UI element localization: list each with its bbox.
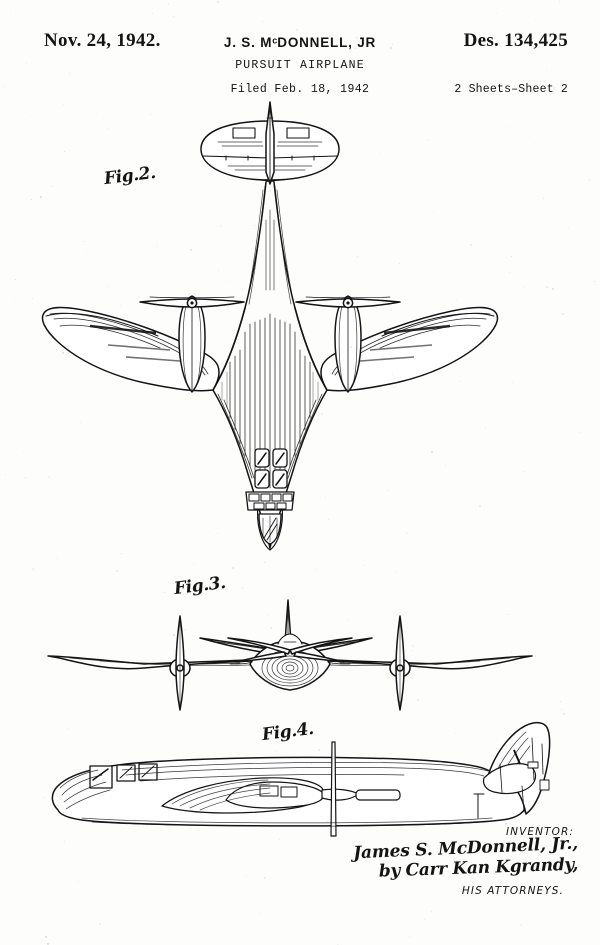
figure-4-drawing-side-view bbox=[51, 721, 551, 837]
patent-date: Nov. 24, 1942. bbox=[44, 30, 161, 51]
filing-date: Filed Feb. 18, 1942 bbox=[230, 83, 370, 96]
figure-3-label: Fig.3. bbox=[172, 572, 227, 600]
figure-3-drawing-front-view bbox=[47, 599, 533, 711]
inventor-heading: J. S. McDONNELL, JR bbox=[0, 35, 600, 50]
inventor-heading-rest: DONNELL, JR bbox=[277, 35, 377, 50]
figure-2-drawing-top-plan-view bbox=[41, 101, 499, 551]
sheet-count: 2 Sheets–Sheet 2 bbox=[454, 83, 568, 96]
attorneys-label: HIS ATTORNEYS. bbox=[461, 885, 564, 897]
inventor-label: INVENTOR: bbox=[505, 826, 574, 838]
patent-number: Des. 134,425 bbox=[463, 30, 568, 51]
inventor-heading-superscript: c bbox=[272, 35, 278, 46]
signature-block: INVENTOR: James S. McDonnell, Jr., by Ca… bbox=[328, 826, 579, 897]
patent-title: PURSUIT AIRPLANE bbox=[235, 59, 365, 72]
inventor-heading-prefix: J. S. M bbox=[223, 35, 273, 50]
